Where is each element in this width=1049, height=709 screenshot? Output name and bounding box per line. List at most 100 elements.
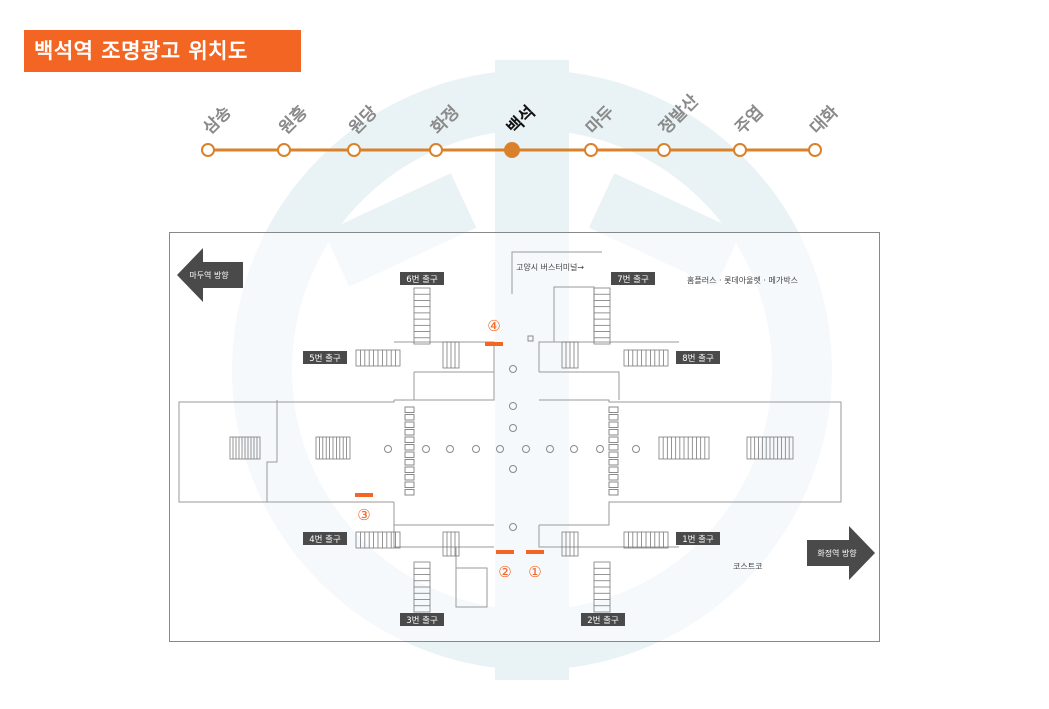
ad-location-3: ③: [355, 493, 373, 524]
station-label-3: 원당: [345, 102, 382, 139]
station-label-6: 마두: [582, 102, 619, 139]
station-dot-8: [733, 143, 747, 157]
station-label-1: 삼송: [199, 102, 236, 139]
costco-label: 코스트코: [733, 562, 762, 571]
turnstile: [404, 459, 415, 466]
station-floor-map: 마두역 방향 화정역 방향 고양시 버스터미널→ 홈플러스 · 롯데아울렛 · …: [177, 248, 875, 626]
pillar: [422, 445, 430, 453]
turnstile: [404, 489, 415, 496]
stair-inner-8: [561, 341, 579, 369]
station-dot-7: [657, 143, 671, 157]
homeplus-label: 홈플러스 · 롯데아울렛 · 메가박스: [687, 275, 798, 285]
pillar: [472, 445, 480, 453]
station-label-5: 백석: [503, 102, 539, 138]
svg-text:④: ④: [487, 317, 500, 335]
pillar: [509, 365, 517, 373]
station-dot-5: [504, 142, 520, 158]
svg-text:5번 출구: 5번 출구: [309, 353, 341, 364]
pillar: [509, 424, 517, 432]
ad-location-4: ④: [485, 317, 503, 346]
bus-terminal-label: 고양시 버스터미널→: [516, 262, 584, 272]
stair-concourse-3: [658, 436, 710, 460]
turnstile: [608, 429, 619, 436]
direction-left-label: 마두역 방향: [189, 270, 229, 280]
exit-6-label: 6번 출구: [400, 272, 444, 285]
ad-location-2: ②: [496, 550, 514, 581]
turnstile: [608, 481, 619, 488]
turnstile: [608, 414, 619, 421]
station-dot-3: [347, 143, 361, 157]
stair-exit-6: [413, 287, 431, 345]
exit-3-label: 3번 출구: [400, 613, 444, 626]
pillar: [509, 465, 517, 473]
stair-concourse-4: [746, 436, 794, 460]
station-label-8: 주엽: [731, 102, 767, 138]
pillar: [384, 445, 392, 453]
stair-exit-2: [593, 561, 611, 613]
stair-exit-8: [623, 349, 669, 367]
turnstile: [404, 466, 415, 473]
pillar: [632, 445, 640, 453]
pillar: [522, 445, 530, 453]
turnstile: [404, 474, 415, 481]
station-dot-9: [808, 143, 822, 157]
turnstile: [608, 489, 619, 496]
page-title: 백석역 조명광고 위치도: [24, 30, 301, 72]
svg-text:3번 출구: 3번 출구: [406, 615, 438, 626]
station-dot-4: [429, 143, 443, 157]
svg-text:1번 출구: 1번 출구: [682, 534, 714, 545]
turnstile: [608, 466, 619, 473]
exit-5-label: 5번 출구: [303, 351, 347, 364]
station-label-7: 정발산: [655, 91, 703, 139]
stair-inner-5: [442, 341, 460, 369]
turnstile: [404, 406, 415, 413]
turnstile: [404, 429, 415, 436]
direction-right-label: 화정역 방향: [817, 548, 857, 558]
turnstiles-group: [404, 406, 619, 496]
route-line-diagram: 삼송 원흥 원당 화정 백석 마두 정발산 주엽 대화: [199, 91, 843, 158]
stair-exit-3: [413, 561, 431, 613]
pillar: [496, 445, 504, 453]
pillar: [570, 445, 578, 453]
station-label-2: 원흥: [275, 101, 312, 138]
station-dot-6: [584, 143, 598, 157]
station-dot-2: [277, 143, 291, 157]
stairs-group: [229, 287, 794, 613]
turnstile: [608, 459, 619, 466]
turnstile: [608, 421, 619, 428]
turnstile: [608, 436, 619, 443]
svg-text:4번 출구: 4번 출구: [309, 534, 341, 545]
svg-text:6번 출구: 6번 출구: [406, 274, 438, 285]
turnstile: [608, 474, 619, 481]
exit-4-label: 4번 출구: [303, 532, 347, 545]
turnstile: [608, 406, 619, 413]
pillar-square: [527, 335, 534, 342]
ad-location-1: ①: [526, 550, 544, 581]
pillar: [596, 445, 604, 453]
station-label-4: 화정: [427, 102, 463, 138]
turnstile: [404, 421, 415, 428]
pillar: [509, 402, 517, 410]
pillar: [546, 445, 554, 453]
pillars-group: [384, 335, 640, 531]
station-dot-1: [201, 143, 215, 157]
pillar: [509, 523, 517, 531]
turnstile: [404, 436, 415, 443]
turnstile: [608, 451, 619, 458]
exit-2-label: 2번 출구: [581, 613, 625, 626]
stair-exit-4: [355, 531, 401, 549]
direction-left-arrow: 마두역 방향: [177, 248, 243, 302]
pillar: [446, 445, 454, 453]
exit-8-label: 8번 출구: [676, 351, 720, 364]
stair-exit-7: [593, 287, 611, 345]
stair-exit-5: [355, 349, 401, 367]
stair-concourse-2: [315, 436, 351, 460]
exit-1-label: 1번 출구: [676, 532, 720, 545]
svg-text:7번 출구: 7번 출구: [617, 274, 649, 285]
stair-exit-1: [623, 531, 669, 549]
turnstile: [404, 414, 415, 421]
turnstile: [404, 444, 415, 451]
svg-text:①: ①: [528, 563, 541, 581]
turnstile: [404, 451, 415, 458]
station-label-9: 대화: [806, 102, 843, 139]
